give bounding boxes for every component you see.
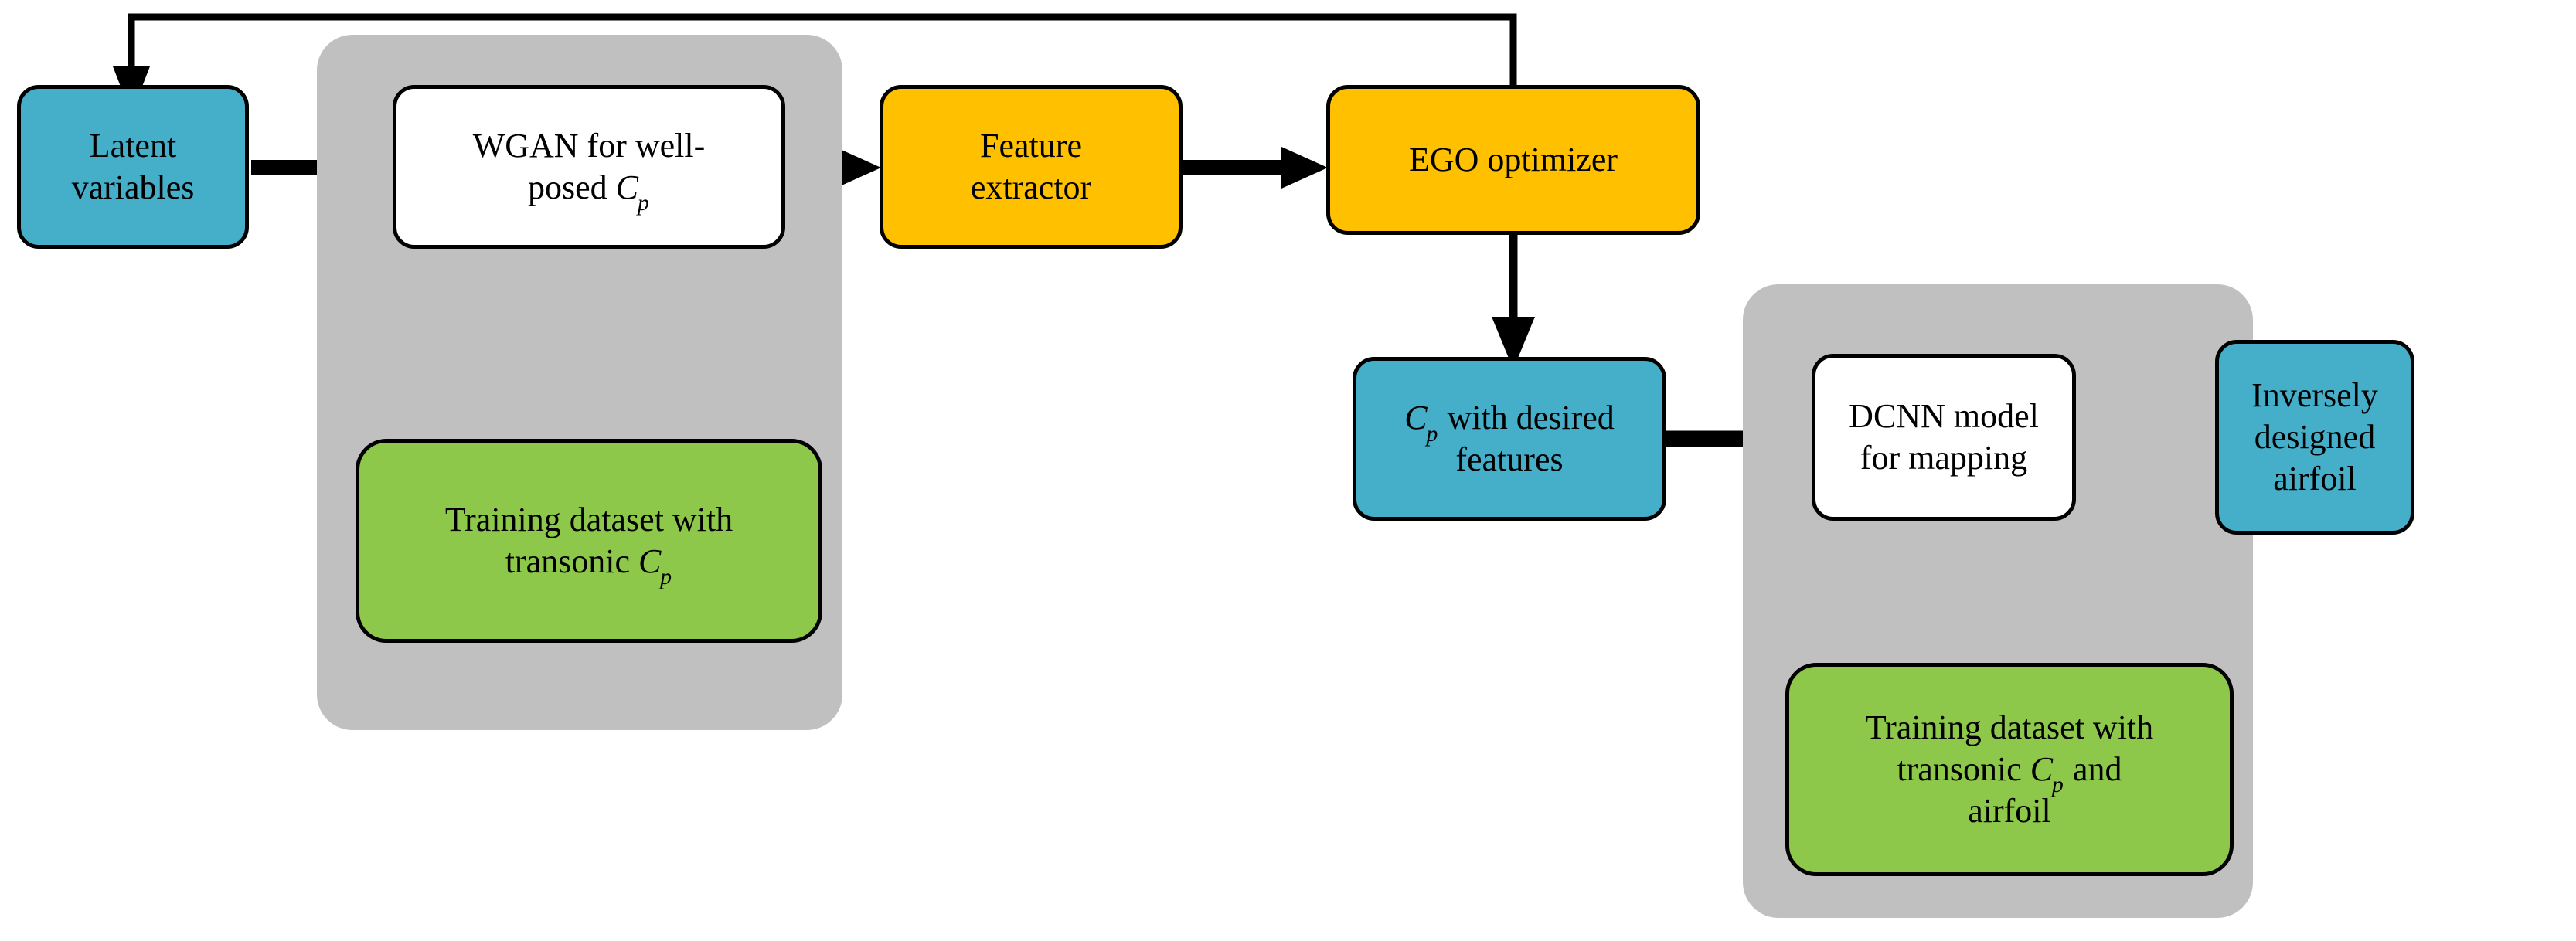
training-right-line2-prefix: transonic <box>1897 750 2030 789</box>
latent-variables-line1: Latent <box>89 127 177 165</box>
airfoil-line1: Inversely <box>2251 376 2378 415</box>
node-wgan-text: WGAN for well-posed Cp <box>404 125 774 214</box>
node-ego-optimizer-text: EGO optimizer <box>1408 141 1618 179</box>
node-wgan[interactable]: WGAN for well-posed Cp <box>393 85 785 249</box>
cp-desired-cp-variable: C <box>1404 399 1428 437</box>
wgan-cp-variable: C <box>615 168 639 206</box>
wgan-line1: WGAN for well- <box>472 127 706 165</box>
wgan-line2-prefix: posed <box>528 168 616 206</box>
cp-desired-line1-suffix: with desired <box>1438 399 1615 437</box>
latent-variables-line2: variables <box>71 168 195 206</box>
training-left-line1: Training dataset with <box>444 501 733 539</box>
airfoil-line2: designed <box>2254 418 2376 457</box>
wgan-cp-subscript: p <box>637 190 649 216</box>
training-right-line3: airfoil <box>1968 791 2051 830</box>
dcnn-line1: DCNN model <box>1849 397 2039 436</box>
dcnn-line2: for mapping <box>1860 439 2028 477</box>
cp-desired-line2: features <box>1455 440 1564 478</box>
training-right-line2-suffix: and <box>2064 750 2122 789</box>
feature-extractor-line1: Feature <box>980 127 1082 165</box>
training-right-cp-subscript: p <box>2051 772 2064 798</box>
arrow-feature-extractor-to-ego <box>1181 147 1328 189</box>
cp-desired-cp-subscript: p <box>1426 420 1438 447</box>
training-left-line2-prefix: transonic <box>505 542 638 580</box>
node-ego-optimizer[interactable]: EGO optimizer <box>1326 85 1700 235</box>
training-left-cp-subscript: p <box>660 564 672 590</box>
airfoil-line3: airfoil <box>2273 459 2357 498</box>
training-right-line1: Training dataset with <box>1865 708 2154 747</box>
training-right-cp-variable: C <box>2030 750 2054 789</box>
training-left-cp-variable: C <box>638 542 662 580</box>
feature-extractor-line2: extractor <box>970 168 1092 206</box>
arrow-ego-to-cp-desired <box>1492 234 1535 369</box>
